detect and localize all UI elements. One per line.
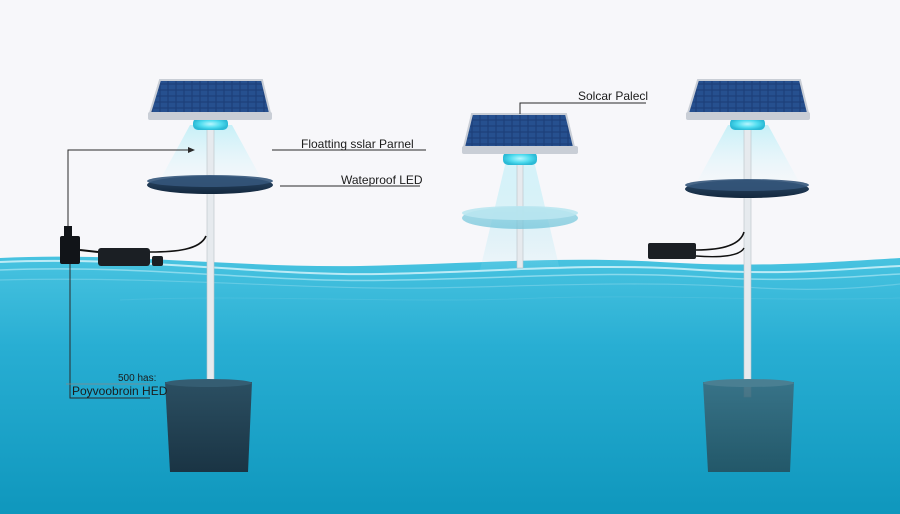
left-cable [149, 235, 207, 253]
callout-housing-line [69, 264, 150, 399]
label-floating-solar-panel: Floatting sslar Parnel [301, 137, 414, 151]
left-controller [60, 226, 207, 266]
label-solar-panel: Solcar Palecl [578, 89, 648, 103]
left-unit [147, 79, 273, 472]
callouts [66, 102, 646, 399]
center-solar-panel [462, 113, 576, 148]
left-pole [206, 121, 215, 398]
right-solar-panel [686, 79, 810, 114]
center-led-light [503, 152, 537, 165]
center-unit [462, 113, 578, 270]
callout-arrow-head [188, 147, 195, 153]
left-anchor-block [165, 382, 252, 472]
callout-solar-panel-line [519, 102, 646, 114]
right-led-light [730, 118, 765, 130]
left-led-light [193, 118, 228, 130]
right-controller [648, 231, 745, 259]
label-housing: Poyvoobroin HED [72, 384, 168, 398]
left-solar-panel [148, 79, 272, 114]
left-sensor-box [60, 236, 80, 264]
right-battery-box [648, 243, 696, 259]
label-waterproof-led: Wateproof LED [341, 173, 423, 187]
right-unit [685, 79, 810, 472]
label-depth: 500 has: [118, 373, 156, 384]
callout-left-arrow-line [67, 149, 188, 226]
right-cable [695, 231, 745, 251]
right-pole [743, 121, 752, 398]
right-anchor-block [703, 382, 794, 472]
left-battery-box [98, 248, 150, 266]
